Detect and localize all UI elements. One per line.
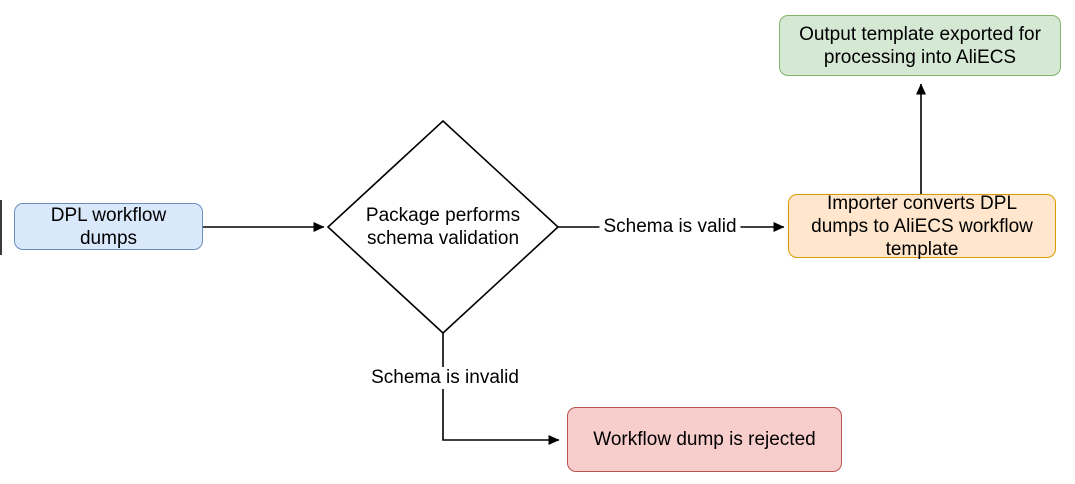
node-output-template: Output template exported for processing … — [779, 15, 1061, 76]
left-edge-crop-artifact — [0, 200, 2, 255]
edge-label-schema-valid: Schema is valid — [599, 216, 741, 238]
edge-label-schema-invalid: Schema is invalid — [367, 367, 523, 389]
node-dpl-workflow-dumps: DPL workflow dumps — [14, 203, 203, 250]
node-workflow-rejected: Workflow dump is rejected — [567, 407, 842, 472]
node-output-template-label: Output template exported for processing … — [799, 23, 1041, 68]
node-dpl-workflow-dumps-label: DPL workflow dumps — [50, 204, 167, 249]
node-schema-validation-label: Package performs schema validation — [365, 205, 521, 249]
node-importer-converts: Importer converts DPL dumps to AliECS wo… — [788, 192, 1056, 260]
node-workflow-rejected-label: Workflow dump is rejected — [593, 429, 816, 450]
decision-diamond-shape — [326, 119, 560, 335]
node-importer-converts-label: Importer converts DPL dumps to AliECS wo… — [811, 192, 1033, 260]
